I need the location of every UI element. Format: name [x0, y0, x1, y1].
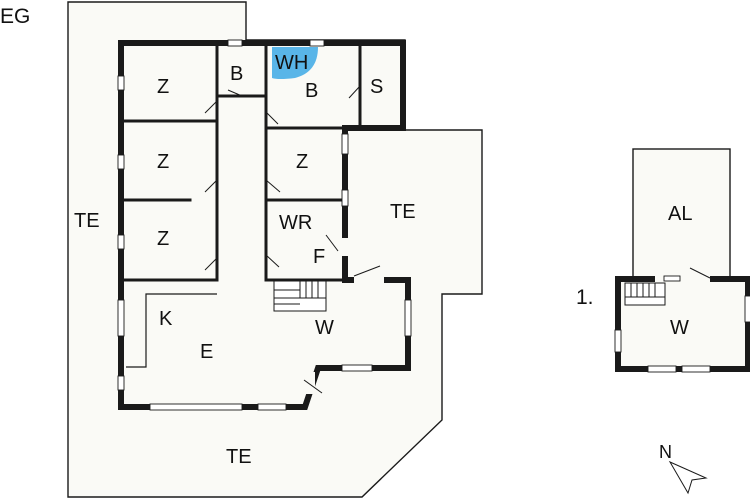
- room-label-w: W: [315, 317, 334, 339]
- room-label-te-right: TE: [390, 201, 416, 223]
- floor-ground-label: EG: [0, 5, 30, 28]
- room-label-storage: S: [370, 76, 383, 98]
- room-label-e: E: [200, 341, 213, 363]
- stairs-ground: [273, 280, 327, 312]
- door-swings: [204, 85, 381, 394]
- room-label-f: F: [313, 246, 325, 268]
- room-label-wh: WH: [275, 52, 308, 74]
- exterior-walls: [118, 40, 411, 410]
- al-outline: [632, 148, 731, 278]
- north-arrow: [668, 460, 708, 495]
- room-label-z2: Z: [157, 151, 169, 173]
- wh-accent: [272, 47, 318, 79]
- room-label-k: K: [159, 308, 173, 330]
- room-label-bath-small: B: [230, 63, 243, 85]
- room-label-te-left: TE: [74, 210, 100, 232]
- interior-walls: [119, 41, 362, 368]
- floor-upper-label: 1.: [576, 286, 594, 309]
- room-label-z3: Z: [157, 228, 169, 250]
- upper-windows: [614, 275, 750, 373]
- room-label-te-bottom: TE: [226, 446, 252, 468]
- room-label-bath-large: B: [305, 80, 318, 102]
- stairs-upper: [624, 282, 666, 306]
- room-label-z4: Z: [296, 151, 308, 173]
- room-label-wr: WR: [279, 212, 312, 234]
- room-label-z1: Z: [157, 76, 169, 98]
- compass-label: N: [659, 442, 672, 462]
- windows: [117, 39, 412, 411]
- room-label-al: AL: [668, 203, 692, 225]
- room-label-w-upper: W: [670, 317, 689, 339]
